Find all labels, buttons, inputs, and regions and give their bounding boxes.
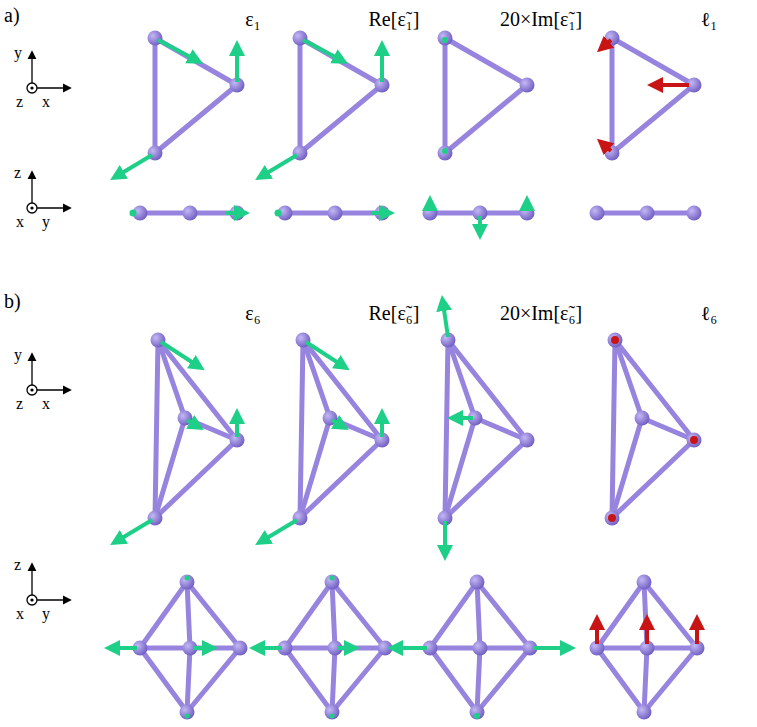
axis-label: x (16, 213, 24, 231)
column-heading: 20×Im[ε̃₁] (500, 8, 582, 30)
axis-label: y (42, 605, 50, 623)
panel-letter: a) (4, 4, 20, 26)
axis-label: x (42, 93, 50, 111)
column-heading: ℓ₆ (701, 302, 718, 324)
axis-label: z (16, 93, 23, 111)
axis-label: x (42, 395, 50, 413)
column-heading: Re[ε̃₁] (369, 8, 420, 30)
axis-label: y (14, 44, 22, 62)
column-heading: ε₆ (245, 302, 260, 324)
axis-label: y (14, 346, 22, 364)
axis-label: z (14, 556, 21, 574)
column-heading: 20×Im[ε̃₆] (500, 302, 582, 324)
axis-label: x (16, 605, 24, 623)
panel-letter: b) (4, 290, 21, 312)
axis-label: z (16, 395, 23, 413)
column-heading: ℓ₁ (701, 8, 718, 30)
column-heading: ε₁ (245, 8, 260, 30)
axis-label: y (42, 213, 50, 231)
column-heading: Re[ε̃₆] (369, 302, 420, 324)
axis-label: z (14, 164, 21, 182)
